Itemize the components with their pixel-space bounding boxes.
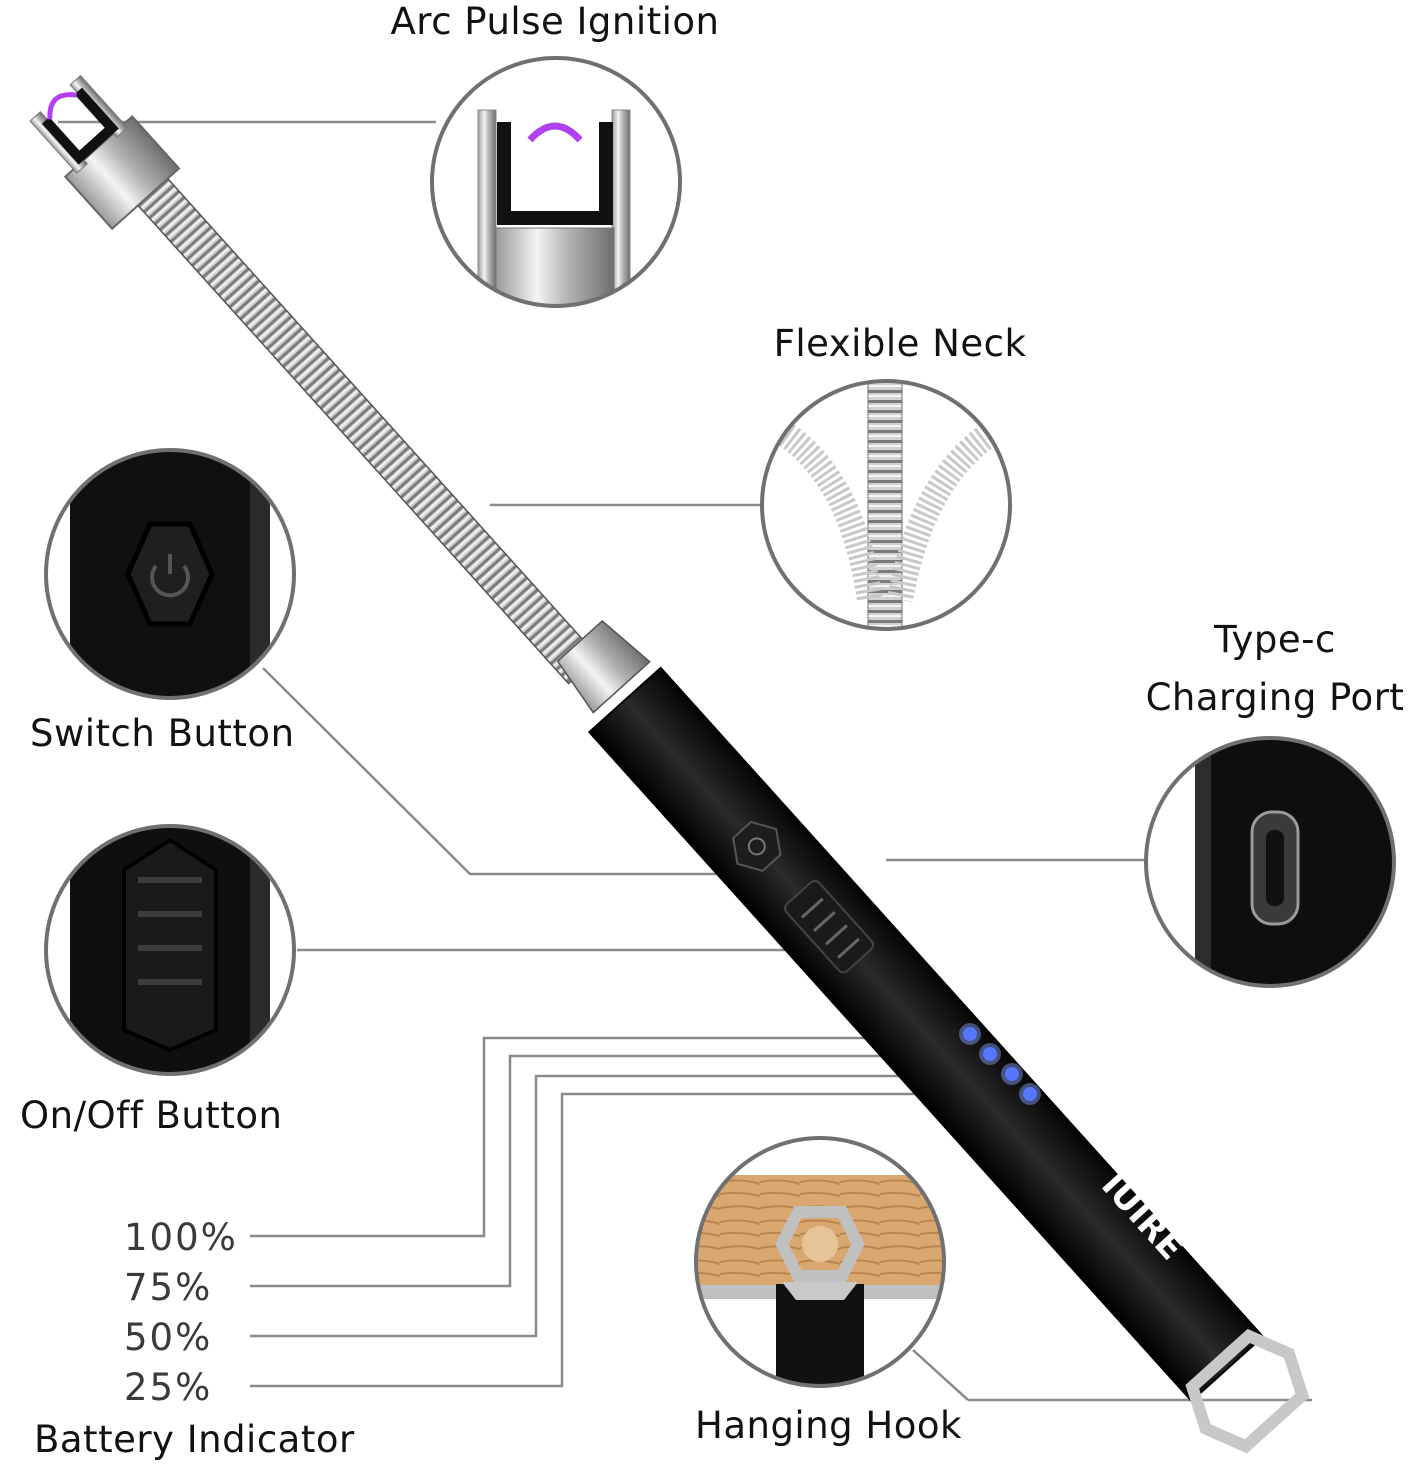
switch-button-label: Switch Button xyxy=(30,712,295,755)
lighter-body xyxy=(587,666,1310,1454)
battery-level-50: 50% xyxy=(124,1316,213,1359)
switch-button-callout xyxy=(44,448,296,700)
arc-pulse-ignition-label: Arc Pulse Ignition xyxy=(390,0,720,43)
battery-level-25: 25% xyxy=(124,1366,213,1409)
type-c-callout xyxy=(1144,736,1396,988)
on-off-button-callout xyxy=(44,824,296,1076)
battery-level-100: 100% xyxy=(124,1216,238,1259)
lighter: IUIRE xyxy=(29,74,1310,1454)
type-c-label-line2: Charging Port xyxy=(1145,676,1405,719)
hanging-hook-label: Hanging Hook xyxy=(695,1404,962,1447)
arc-ignition-callout xyxy=(430,56,682,308)
type-c-label-line1: Type-c xyxy=(1214,618,1336,661)
flexible-neck-label: Flexible Neck xyxy=(773,322,1027,365)
battery-leds xyxy=(963,1027,1037,1101)
battery-indicator-label: Battery Indicator xyxy=(34,1418,355,1461)
on-off-button-label: On/Off Button xyxy=(20,1094,283,1137)
battery-level-75: 75% xyxy=(124,1266,213,1309)
flexible-neck-callout xyxy=(760,379,1012,631)
hanging-hook-callout xyxy=(694,1136,946,1388)
callout-lines xyxy=(58,120,1312,1402)
